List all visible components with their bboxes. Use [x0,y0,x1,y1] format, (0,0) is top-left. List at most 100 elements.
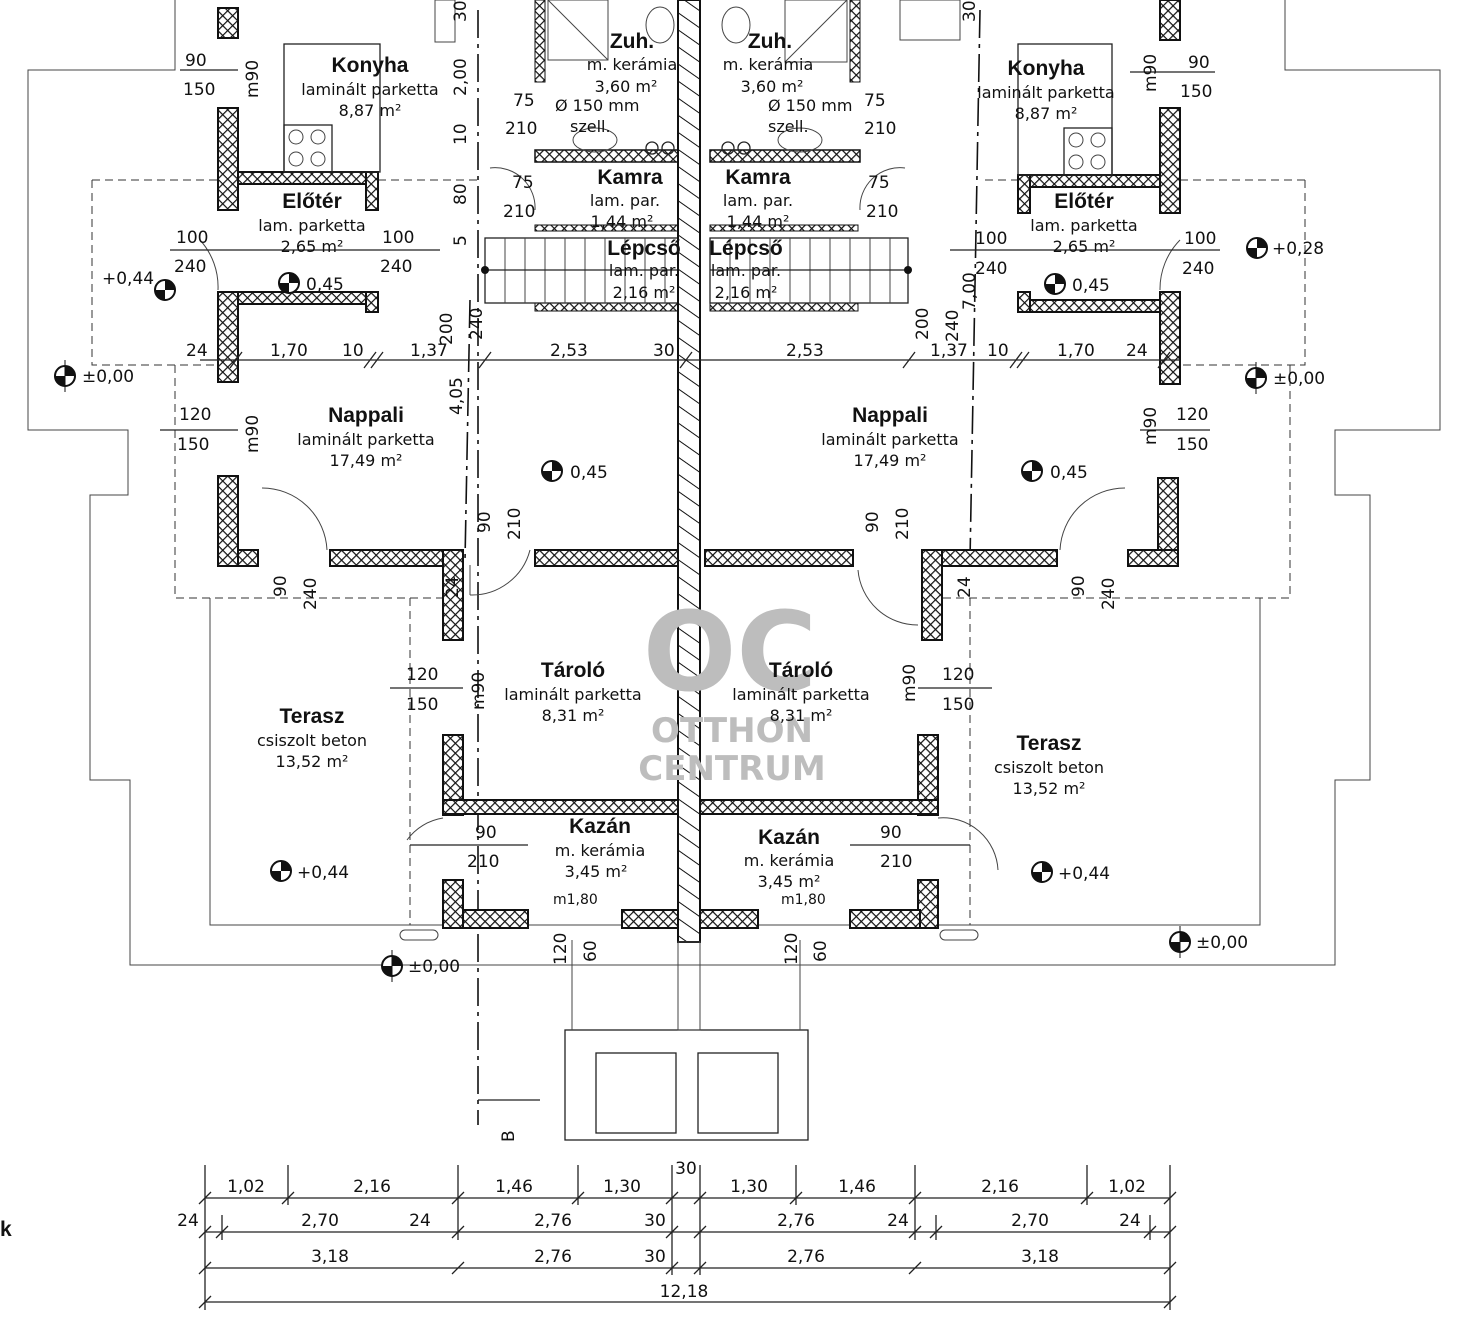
svg-text:1,70: 1,70 [270,341,308,361]
site-outline [27,0,1441,966]
svg-text:8,31 m²: 8,31 m² [770,706,833,725]
svg-text:Konyha: Konyha [1007,57,1084,80]
svg-text:90: 90 [863,511,883,533]
svg-text:±0,00: ±0,00 [1196,933,1248,953]
dimension-row-3: 3,18 2,76 30 2,76 3,18 [311,1247,1059,1267]
svg-text:75: 75 [868,173,890,193]
svg-text:120: 120 [942,665,974,685]
svg-text:m90: m90 [243,60,263,98]
svg-text:laminált parketta: laminált parketta [977,83,1114,102]
vertical-dim-labels: 2,00 10 80 5 200 240 4,05 30 30 7,00 200… [437,0,980,598]
svg-text:3,60 m²: 3,60 m² [741,77,804,96]
svg-text:Tároló: Tároló [769,659,833,682]
svg-text:2,76: 2,76 [787,1247,825,1267]
svg-text:m90: m90 [1141,54,1161,92]
svg-text:30: 30 [960,0,980,22]
svg-text:13,52 m²: 13,52 m² [1013,779,1086,798]
svg-text:3,18: 3,18 [311,1247,349,1267]
watermark-line2: CENTRUM [638,749,825,789]
svg-text:100: 100 [382,228,414,248]
svg-text:120: 120 [406,665,438,685]
svg-text:m. kerámia: m. kerámia [555,841,646,860]
svg-text:1,30: 1,30 [730,1177,768,1197]
walls [217,0,1181,929]
svg-text:1,30: 1,30 [603,1177,641,1197]
door-swings [199,167,1181,871]
svg-text:2,65 m²: 2,65 m² [281,237,344,256]
svg-text:120: 120 [551,933,571,965]
svg-text:100: 100 [176,228,208,248]
svg-text:0,45: 0,45 [1072,276,1110,296]
svg-text:24: 24 [955,576,975,598]
svg-text:Nappali: Nappali [852,404,928,427]
svg-text:2,76: 2,76 [534,1247,572,1267]
svg-text:2,16 m²: 2,16 m² [613,283,676,302]
svg-text:5: 5 [451,235,471,246]
svg-text:1,46: 1,46 [838,1177,876,1197]
inner-dim-labels: 24 1,70 10 1,37 2,53 30 2,53 1,37 10 1,7… [186,341,1171,369]
svg-text:lam. parketta: lam. parketta [258,216,365,235]
svg-text:75: 75 [512,173,534,193]
svg-text:210: 210 [893,508,913,540]
dimension-row-1: 1,02 2,16 1,46 1,30 30 1,30 1,46 2,16 1,… [227,1159,1146,1197]
svg-text:24: 24 [1119,1211,1141,1231]
svg-text:Ø 150 mm: Ø 150 mm [555,96,639,115]
stairs [481,237,912,304]
level-marker: 0,45 [278,272,344,295]
svg-text:30: 30 [653,341,675,361]
svg-text:240: 240 [1182,259,1214,279]
svg-text:2,53: 2,53 [786,341,824,361]
svg-text:2,16 m²: 2,16 m² [715,283,778,302]
svg-text:8,31 m²: 8,31 m² [542,706,605,725]
svg-text:150: 150 [406,695,438,715]
svg-text:m90: m90 [469,672,489,710]
svg-text:30: 30 [451,0,471,22]
svg-text:30: 30 [644,1211,666,1231]
level-marker: 0,45 [541,460,608,483]
svg-text:2,16: 2,16 [353,1177,391,1197]
svg-text:+0,44: +0,44 [297,863,349,883]
svg-text:60: 60 [581,940,601,962]
svg-text:m90: m90 [1141,407,1161,445]
axis-lines [464,9,981,1125]
svg-text:150: 150 [177,435,209,455]
svg-text:30: 30 [675,1159,697,1179]
svg-text:2,16: 2,16 [981,1177,1019,1197]
svg-text:100: 100 [975,229,1007,249]
svg-text:2,70: 2,70 [1011,1211,1049,1231]
svg-text:2,00: 2,00 [451,58,471,96]
svg-text:1,02: 1,02 [227,1177,265,1197]
svg-text:0,45: 0,45 [570,463,608,483]
svg-text:0,45: 0,45 [1050,463,1088,483]
svg-text:10: 10 [342,341,364,361]
svg-text:3,45 m²: 3,45 m² [565,862,628,881]
svg-text:2,65 m²: 2,65 m² [1053,237,1116,256]
svg-text:Előtér: Előtér [282,190,342,213]
svg-text:±0,00: ±0,00 [82,367,134,387]
opening-labels: 90 150 m90 90 150 m90 75 210 75 210 75 2… [174,51,1216,965]
svg-text:210: 210 [505,508,525,540]
svg-text:1,46: 1,46 [495,1177,533,1197]
svg-text:210: 210 [880,852,912,872]
svg-text:17,49 m²: 17,49 m² [854,451,927,470]
level-marker: ±0,00 [381,950,460,982]
svg-text:csiszolt beton: csiszolt beton [994,758,1104,777]
svg-text:150: 150 [1176,435,1208,455]
svg-text:m1,80: m1,80 [553,892,598,908]
svg-text:1,37: 1,37 [930,341,968,361]
svg-text:240: 240 [380,257,412,277]
svg-text:17,49 m²: 17,49 m² [330,451,403,470]
svg-text:30: 30 [644,1247,666,1267]
svg-text:60: 60 [811,940,831,962]
svg-text:3,45 m²: 3,45 m² [758,872,821,891]
svg-text:±0,00: ±0,00 [1273,369,1325,389]
svg-text:120: 120 [782,933,802,965]
svg-text:m. kerámia: m. kerámia [723,55,814,74]
watermark-logo: OC [643,588,817,716]
svg-text:szell.: szell. [768,117,809,136]
svg-text:Tároló: Tároló [541,659,605,682]
